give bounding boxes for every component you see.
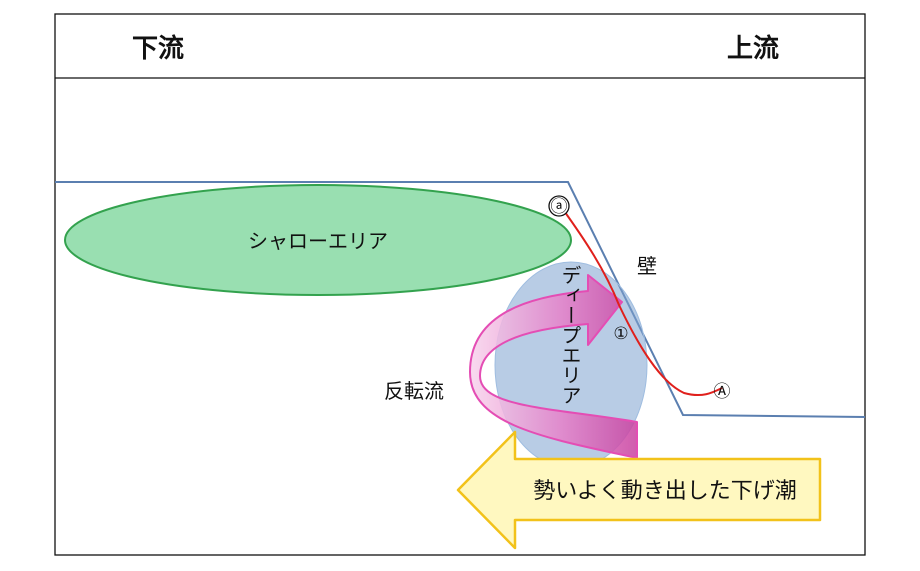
upstream-label: 上流 bbox=[727, 34, 779, 64]
deep-area-label: ディープエリア bbox=[558, 265, 582, 405]
marker-a-capital: Ⓐ bbox=[714, 382, 731, 402]
line-path bbox=[561, 207, 723, 397]
shallow-area-label: シャローエリア bbox=[248, 229, 388, 253]
marker-one-text: ① bbox=[613, 324, 628, 344]
marker-a-small: ⓐ bbox=[548, 195, 570, 217]
marker-a-small-text: ⓐ bbox=[551, 197, 568, 217]
reverse-flow-label: 反転流 bbox=[384, 379, 444, 403]
frame bbox=[54, 13, 866, 556]
marker-a-capital-text: Ⓐ bbox=[714, 382, 731, 402]
current-arrow bbox=[456, 430, 822, 550]
reverse-flow-arrow bbox=[469, 274, 638, 459]
downstream-label: 下流 bbox=[132, 34, 184, 64]
wall-label: 壁 bbox=[637, 254, 657, 278]
marker-a-small-ring bbox=[548, 195, 570, 217]
current-arrow-label: 勢いよく動き出した下げ潮 bbox=[533, 479, 797, 504]
marker-one: ① bbox=[613, 324, 628, 344]
shallow-area bbox=[64, 184, 572, 296]
